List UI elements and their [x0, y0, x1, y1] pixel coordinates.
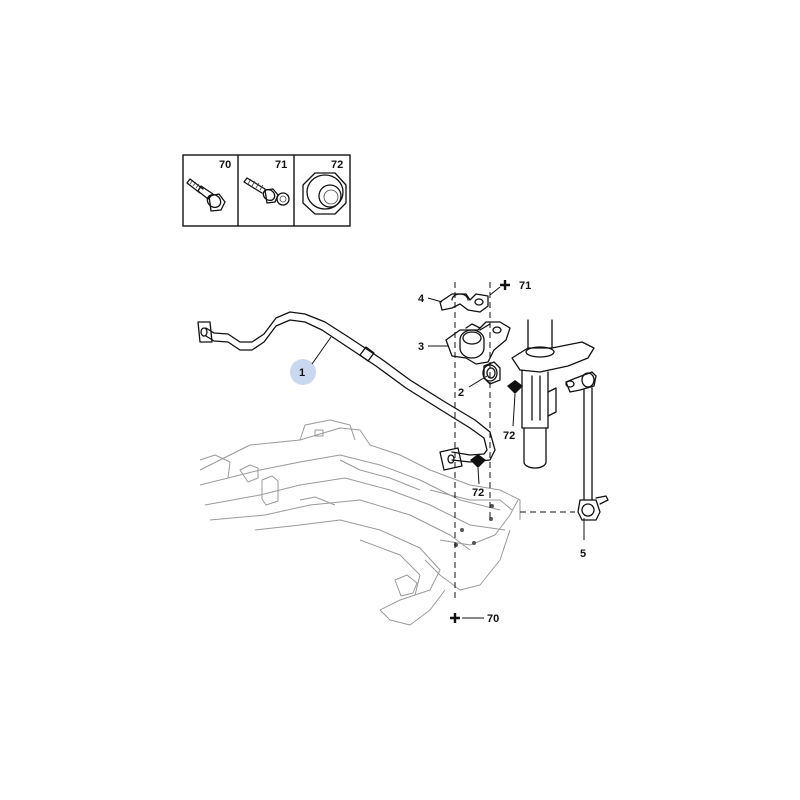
callout-5-label: 5 — [580, 548, 586, 560]
strut-assembly — [511, 319, 595, 469]
legend-ref-70: 70 — [219, 159, 231, 171]
assembly-guide-lines — [454, 282, 575, 602]
callout-3-label: 3 — [418, 341, 424, 353]
stabilizer-bar — [197, 311, 496, 471]
flange-nut-lower — [470, 454, 486, 468]
callout-bushing: 2 — [458, 375, 488, 399]
legend-ref-71: 71 — [275, 159, 287, 171]
bushing — [482, 361, 501, 385]
callout-72-lower-label: 72 — [472, 487, 484, 499]
callout-4-label: 4 — [418, 293, 425, 305]
flange-nut-upper — [507, 380, 523, 394]
callout-drop-link: 5 — [580, 518, 586, 560]
bearing-clamp — [445, 321, 511, 365]
front-subframe — [199, 419, 521, 626]
callout-71-label: 71 — [519, 280, 531, 292]
callout-bearing-clamp: 3 — [418, 341, 448, 353]
callout-screw: 71 — [489, 280, 531, 296]
legend-ref-72: 72 — [331, 159, 343, 171]
callout-72-upper-label: 72 — [503, 430, 515, 442]
callout-nut-upper: 72 — [503, 393, 516, 442]
fastener-legend: 70 71 72 — [182, 154, 351, 227]
callout-clamp-cap: 4 — [418, 293, 443, 305]
flange-nut-icon — [302, 172, 347, 215]
hex-flange-bolt-icon — [186, 178, 226, 212]
callout-2-label: 2 — [458, 387, 464, 399]
drop-link — [565, 371, 609, 521]
callout-70-label: 70 — [487, 613, 499, 625]
callout-stabilizer-bar: 1 — [290, 336, 332, 385]
self-tapping-screw-icon — [243, 177, 290, 206]
callout-nut-lower: 72 — [472, 467, 484, 499]
clamp-cap — [439, 293, 489, 313]
callout-1-label: 1 — [299, 367, 305, 379]
callout-bolt: 70 — [450, 613, 499, 625]
